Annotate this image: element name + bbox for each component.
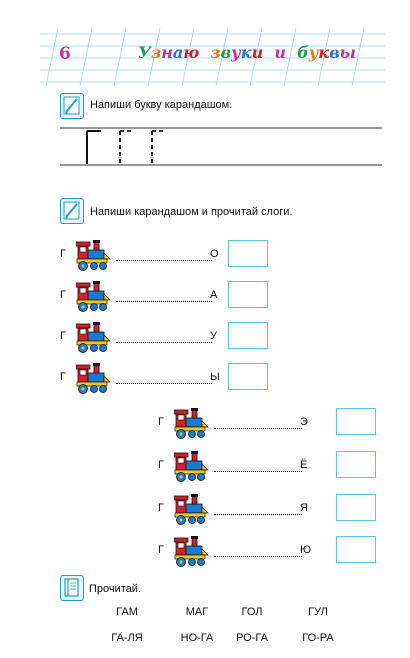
title-letter: ю xyxy=(183,43,200,62)
title-letter: ы xyxy=(339,43,356,62)
row-letter: Г xyxy=(60,371,66,383)
title-letter: к xyxy=(318,43,330,62)
dotted-line xyxy=(214,459,302,472)
title-letter: б xyxy=(297,43,309,62)
train-icon xyxy=(75,236,112,272)
row-vowel: У xyxy=(210,330,217,342)
row-letter: Г xyxy=(60,289,66,301)
title-letter: з xyxy=(210,43,221,62)
title-letter: и xyxy=(274,43,286,62)
train-icon xyxy=(173,447,210,483)
title-letter: в xyxy=(329,43,340,62)
row-letter: Г xyxy=(60,330,66,342)
answer-box[interactable] xyxy=(228,322,268,349)
row-vowel: Я xyxy=(300,502,308,514)
title-letter: у xyxy=(308,43,319,62)
dotted-line xyxy=(116,248,212,261)
pencil-notebook-icon xyxy=(60,198,84,224)
row-letter: Г xyxy=(60,248,66,260)
header-grid xyxy=(40,28,385,86)
row-letter: Г xyxy=(158,416,164,428)
task-instruction: Напиши букву карандашом. xyxy=(90,99,233,111)
letter-writing-lines xyxy=(60,127,382,166)
train-icon xyxy=(173,532,210,568)
answer-box[interactable] xyxy=(336,494,376,521)
answer-box[interactable] xyxy=(336,408,376,435)
title-letter: к xyxy=(240,43,252,62)
answer-box[interactable] xyxy=(228,363,268,390)
answer-box[interactable] xyxy=(336,536,376,563)
title-letter: и xyxy=(251,43,264,62)
row-letter: Г xyxy=(158,544,164,556)
task-instruction: Напиши карандашом и прочитай слоги. xyxy=(90,206,293,218)
train-icon xyxy=(173,490,210,526)
train-icon xyxy=(75,277,112,313)
dotted-line xyxy=(116,330,212,343)
read-word: НО-ГА xyxy=(180,632,214,644)
dotted-line xyxy=(214,416,302,429)
read-word: ГА-ЛЯ xyxy=(111,632,143,644)
answer-box[interactable] xyxy=(228,281,268,308)
answer-box[interactable] xyxy=(228,240,268,267)
book-icon-glyph xyxy=(64,578,79,597)
dotted-line xyxy=(214,502,302,515)
pencil-icon xyxy=(63,201,80,220)
read-word: ГАМ xyxy=(116,606,138,618)
title-letter: з xyxy=(150,43,162,62)
page-title: Узнаю звуки и буквы xyxy=(138,43,356,62)
read-word: ГУЛ xyxy=(308,606,328,618)
train-icon xyxy=(173,404,210,440)
row-vowel: Ю xyxy=(300,544,312,556)
row-vowel: О xyxy=(210,248,219,260)
row-vowel: Ы xyxy=(210,371,220,383)
read-word: МАГ xyxy=(185,606,209,618)
row-vowel: Ё xyxy=(300,459,308,471)
letter-sample xyxy=(86,130,101,164)
book-icon xyxy=(60,575,84,601)
train-icon xyxy=(75,318,112,354)
title-letter: у xyxy=(231,43,241,62)
read-word: ГОЛ xyxy=(241,606,263,618)
title-letter: а xyxy=(172,43,184,62)
row-letter: Г xyxy=(158,502,164,514)
dotted-line xyxy=(116,371,212,384)
answer-box[interactable] xyxy=(336,451,376,478)
row-vowel: А xyxy=(210,289,218,301)
row-vowel: Э xyxy=(300,416,308,428)
pencil-notebook-icon xyxy=(60,93,84,119)
task-instruction: Прочитай. xyxy=(89,583,142,595)
read-word: ГО-РА xyxy=(302,632,334,644)
title-letter: н xyxy=(161,43,173,62)
dotted-line xyxy=(214,544,302,557)
letter-tracing-dotted xyxy=(119,130,166,164)
pencil-icon xyxy=(63,96,80,115)
read-word: РО-ГА xyxy=(236,632,268,644)
title-letter: У xyxy=(138,43,151,62)
row-letter: Г xyxy=(158,459,164,471)
dotted-line xyxy=(116,289,212,302)
title-letter: в xyxy=(220,43,232,62)
train-icon xyxy=(75,359,112,395)
page-number: 6 xyxy=(59,44,71,64)
